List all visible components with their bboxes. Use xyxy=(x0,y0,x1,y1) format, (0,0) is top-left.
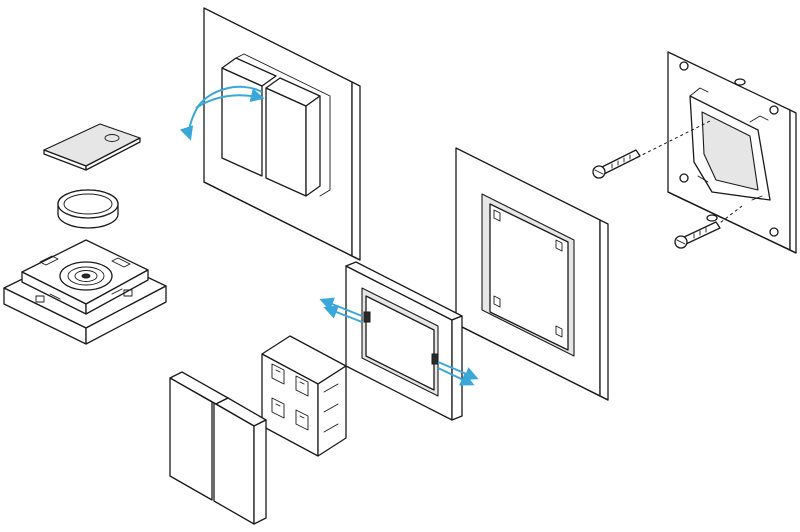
slide-arrow-icon xyxy=(319,297,363,317)
screw-icon xyxy=(674,205,743,249)
battery-cover-icon xyxy=(43,123,141,171)
mounting-plate-icon xyxy=(667,51,797,254)
rotation-arrow-icon xyxy=(179,85,263,141)
cover-frame-icon xyxy=(455,147,609,401)
intermediate-frame-icon xyxy=(345,261,463,421)
slide-arrow-icon xyxy=(437,367,475,386)
switch-module-icon xyxy=(261,335,347,457)
coin-battery-icon xyxy=(57,189,119,229)
screw-icon xyxy=(592,119,713,179)
rocker-icon xyxy=(169,371,267,525)
transmitter-base-icon xyxy=(3,239,167,345)
rotation-arrow-icon xyxy=(195,88,265,109)
assembled-switch-icon xyxy=(203,7,361,261)
slide-arrow-icon xyxy=(323,305,363,323)
